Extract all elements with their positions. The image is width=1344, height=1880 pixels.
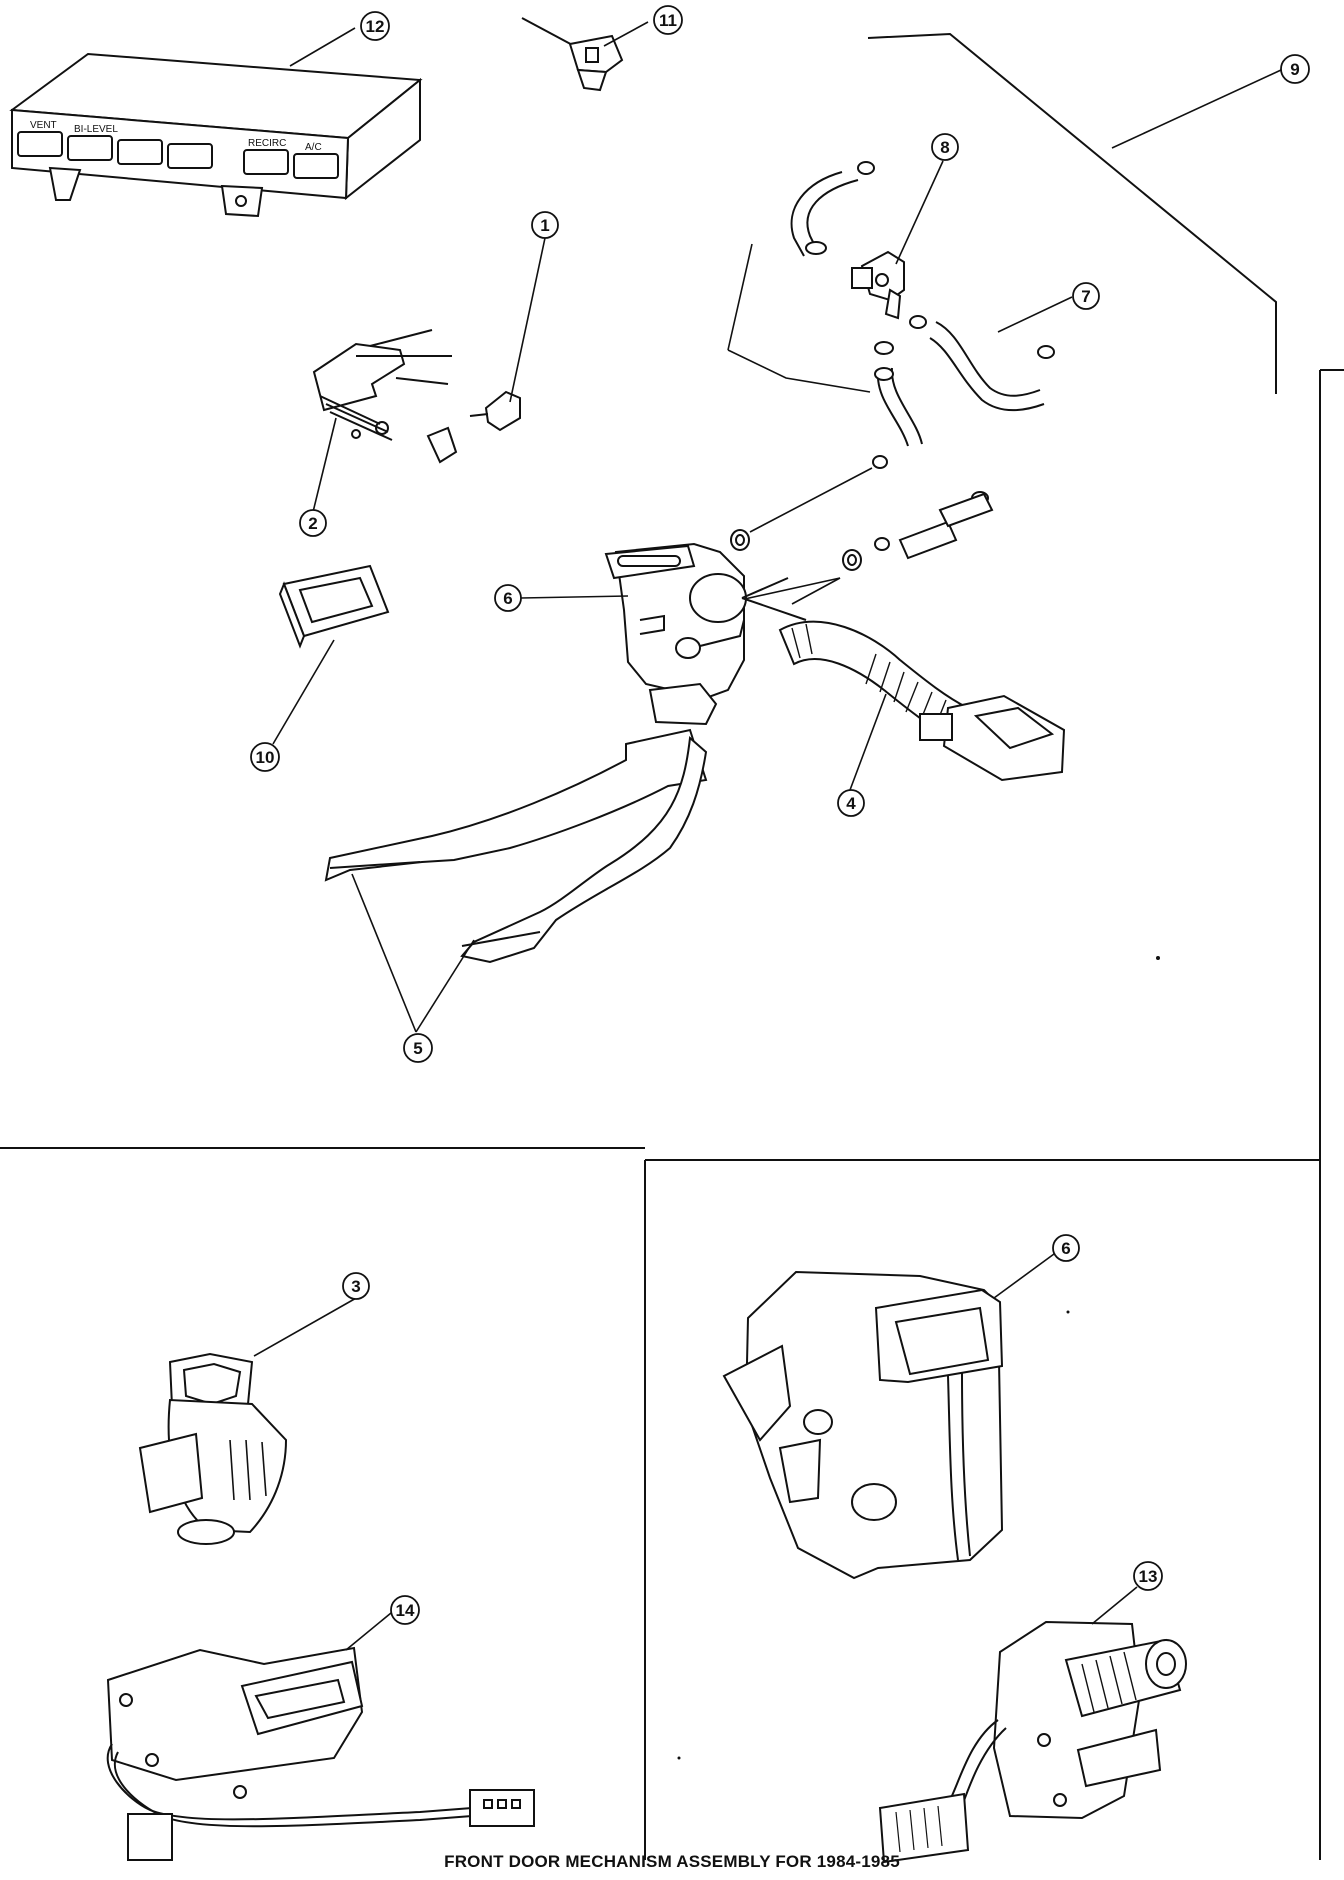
part-flex-duct-4 bbox=[778, 620, 1066, 782]
assembly-leaders bbox=[727, 243, 873, 605]
part-motor-13 bbox=[878, 1620, 1187, 1864]
part-switch-1 bbox=[469, 390, 521, 432]
callout-5: 5 bbox=[413, 1039, 422, 1058]
part-bracket-9 bbox=[867, 32, 1277, 394]
callout-8: 8 bbox=[940, 138, 949, 157]
part-clamps bbox=[730, 455, 994, 571]
part-linkage-2 bbox=[312, 329, 458, 464]
part-hoses bbox=[790, 161, 1055, 447]
label-recirc: RECIRC bbox=[248, 138, 286, 149]
label-ac: A/C bbox=[305, 142, 322, 153]
callouts bbox=[250, 5, 1310, 1625]
callout-leaders bbox=[253, 21, 1282, 1651]
part-vent-frame-10 bbox=[278, 564, 390, 649]
part-motor-3 bbox=[138, 1352, 288, 1545]
callout-14: 14 bbox=[396, 1601, 415, 1620]
callout-11: 11 bbox=[659, 11, 677, 30]
diagram-caption: FRONT DOOR MECHANISM ASSEMBLY FOR 1984-1… bbox=[444, 1852, 900, 1871]
callout-4: 4 bbox=[846, 794, 856, 813]
part-control-panel bbox=[9, 52, 423, 218]
part-floor-ducts-5 bbox=[324, 682, 718, 964]
callout-2: 2 bbox=[308, 514, 317, 533]
part-bracket-11 bbox=[521, 17, 624, 92]
label-bi-level: BI-LEVEL bbox=[74, 124, 118, 135]
callout-6-detail: 6 bbox=[1061, 1239, 1070, 1258]
callout-7: 7 bbox=[1081, 287, 1090, 306]
callout-9: 9 bbox=[1290, 60, 1299, 79]
label-vent: VENT bbox=[30, 120, 57, 131]
part-valve-8 bbox=[851, 250, 905, 320]
callout-13: 13 bbox=[1139, 1567, 1158, 1586]
part-heater-unit-6-detail bbox=[722, 1270, 1004, 1580]
part-heater-unit-6 bbox=[604, 542, 807, 700]
panel-dividers bbox=[0, 369, 1344, 1860]
callout-3: 3 bbox=[351, 1277, 360, 1296]
callout-6: 6 bbox=[503, 589, 512, 608]
scan-specks bbox=[677, 956, 1160, 1760]
part-actuator-14 bbox=[106, 1646, 535, 1861]
callout-1: 1 bbox=[540, 216, 549, 235]
callout-12: 12 bbox=[366, 17, 385, 36]
callout-numbers: 12 11 1 2 10 9 8 7 6 4 5 3 6 13 14 bbox=[256, 11, 1300, 1620]
callout-10: 10 bbox=[256, 748, 275, 767]
